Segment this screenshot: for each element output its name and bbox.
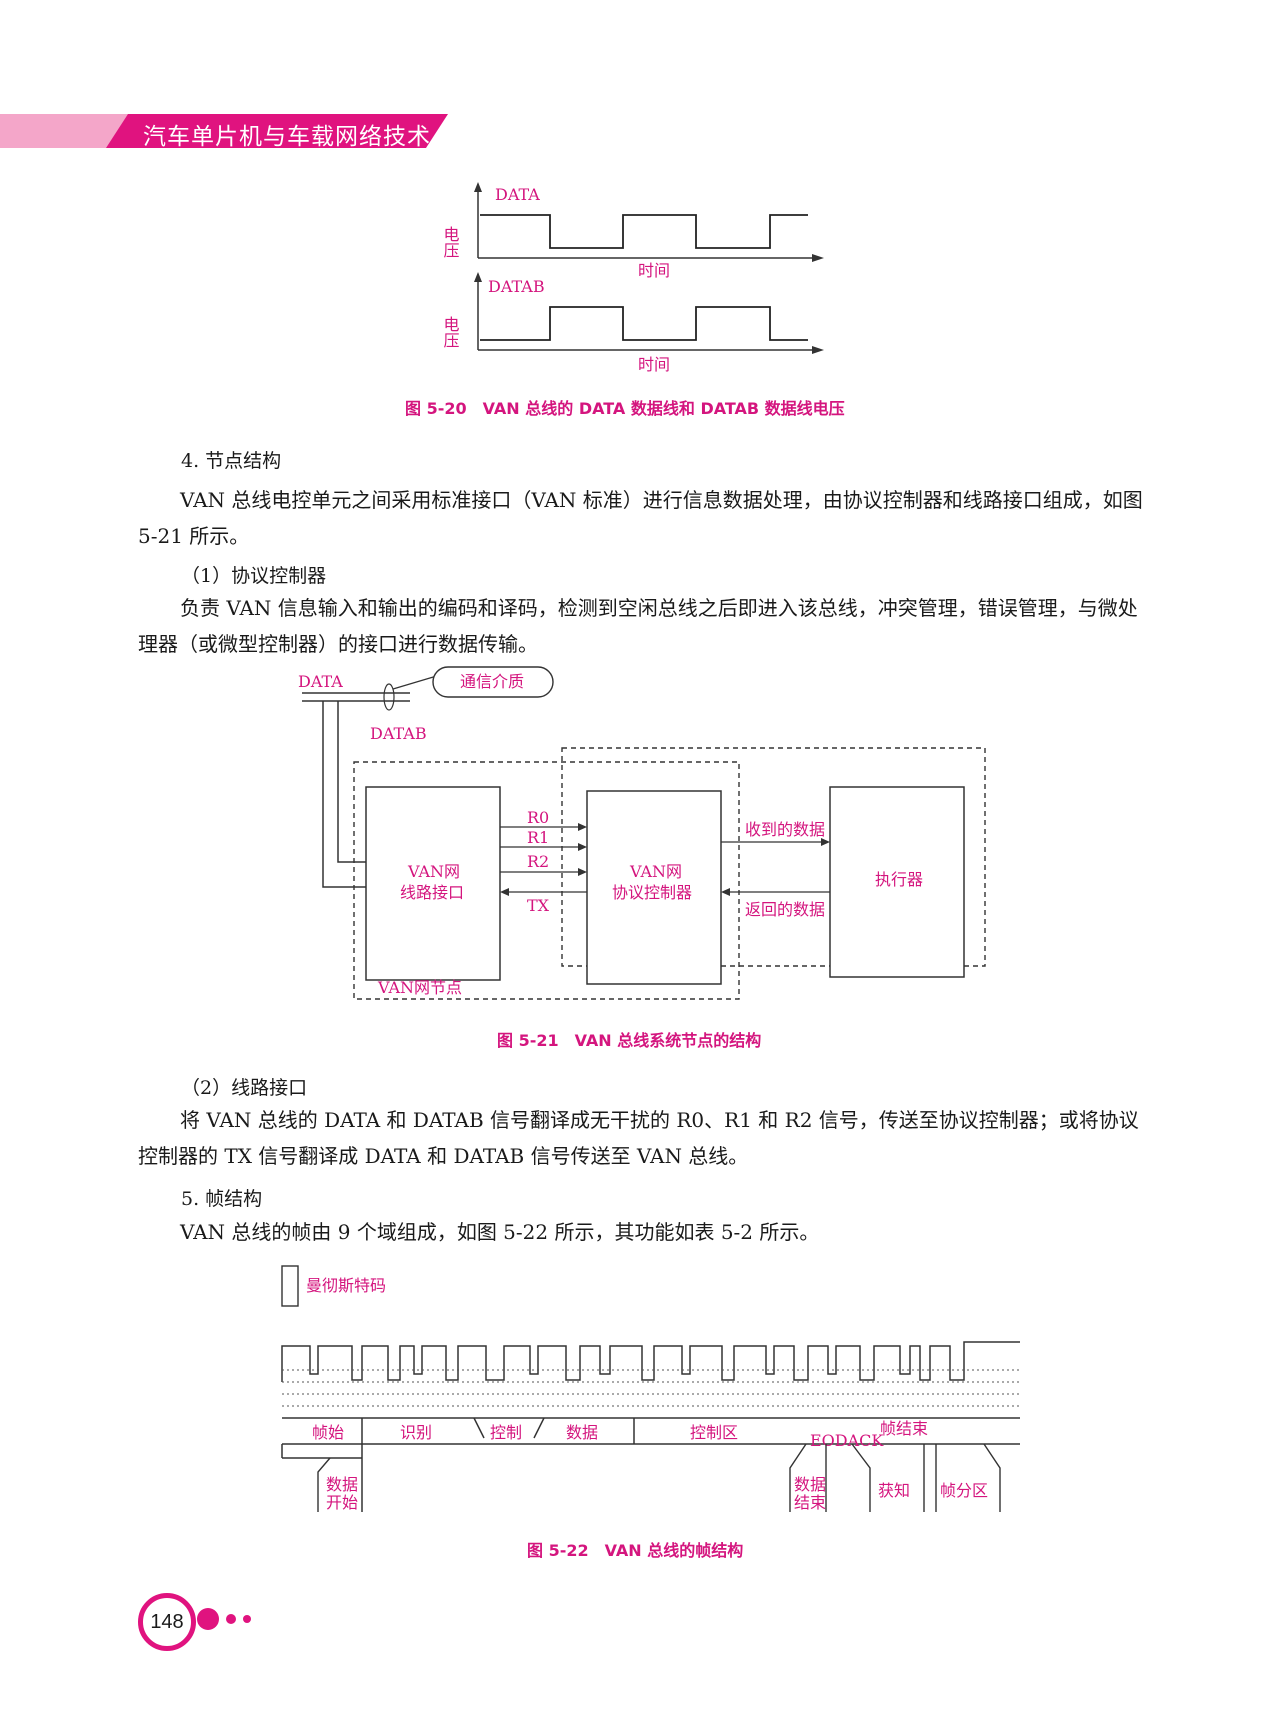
section-5-heading: 5. 帧结构 <box>181 1188 263 1210</box>
time-label-2: 时间 <box>638 355 670 374</box>
section-4-paragraph-1: VAN 总线电控单元之间采用标准接口（VAN 标准）进行信息数据处理，由协议控制… <box>138 488 1143 548</box>
field-eodack: EODACK <box>810 1431 884 1450</box>
field-control: 控制 <box>490 1423 522 1442</box>
manchester-legend-label: 曼彻斯特码 <box>306 1276 386 1295</box>
bus-data-label: DATA <box>298 672 343 691</box>
line-if-label-1: VAN网 <box>407 862 460 881</box>
voltage-label-1: 电压 <box>441 226 460 258</box>
ctrl-label-2: 协议控制器 <box>612 883 692 902</box>
section-5-paragraph: VAN 总线的帧由 9 个域组成，如图 5-22 所示，其功能如表 5-2 所示… <box>180 1220 820 1244</box>
ack-label: 获知 <box>878 1481 910 1500</box>
protocol-controller-box <box>586 790 722 985</box>
bus-datab-label: DATAB <box>370 724 427 743</box>
figure-5-22: 曼彻斯特码 帧始 识别 控制 数据 控制区 EODACK 帧结束 数据 开始 数… <box>281 1265 1020 1512</box>
page-number: 148 <box>138 1593 196 1651</box>
page-dots-decoration <box>197 1608 251 1630</box>
line-if-label-2: 线路接口 <box>400 883 464 902</box>
van-node-label: VAN网节点 <box>377 978 462 997</box>
data-start-label-2: 开始 <box>326 1493 358 1512</box>
van-node-region <box>353 761 740 1000</box>
figure-5-22-caption: 图 5-22 VAN 总线的帧结构 <box>527 1541 744 1560</box>
figure-5-21-caption: 图 5-21 VAN 总线系统节点的结构 <box>497 1031 762 1050</box>
line-interface-box <box>365 786 501 981</box>
r1-label: R1 <box>527 828 549 847</box>
figure-5-20-caption: 图 5-20 VAN 总线的 DATA 数据线和 DATAB 数据线电压 <box>405 399 845 418</box>
section-4-paragraph-3: 将 VAN 总线的 DATA 和 DATAB 信号翻译成无干扰的 R0、R1 和… <box>138 1108 1139 1168</box>
frame-sep-label: 帧分区 <box>940 1481 988 1500</box>
figure-5-21: 通信介质 DATA DATAB VAN网 线路接口 VAN网 协议控制器 执行器… <box>298 666 986 1000</box>
header-band <box>0 114 448 148</box>
subsection-2-heading: （2）线路接口 <box>181 1077 308 1099</box>
voltage-label-2: 电压 <box>441 316 460 348</box>
section-4-heading: 4. 节点结构 <box>181 450 282 472</box>
time-label-1: 时间 <box>638 261 670 280</box>
field-frame-end: 帧结束 <box>880 1419 928 1438</box>
received-data-label: 收到的数据 <box>745 820 825 839</box>
data-start-label-1: 数据 <box>326 1475 358 1494</box>
field-data: 数据 <box>566 1423 598 1442</box>
figure-5-20: DATA 电压 时间 DATAB 电压 时间 <box>441 182 824 374</box>
actuator-box <box>829 786 965 978</box>
actuator-label: 执行器 <box>875 870 923 889</box>
data-end-label-1: 数据 <box>794 1475 826 1494</box>
subsection-1-heading: （1）协议控制器 <box>181 565 327 587</box>
manchester-legend-box <box>281 1265 299 1307</box>
data-waveform <box>480 214 808 249</box>
r0-label: R0 <box>527 808 549 827</box>
frame-waveform <box>281 1341 1020 1382</box>
data-end-label-2: 结束 <box>794 1493 826 1512</box>
field-frame-start: 帧始 <box>312 1423 344 1442</box>
medium-label: 通信介质 <box>460 672 524 691</box>
datab-label: DATAB <box>488 277 545 296</box>
returned-data-label: 返回的数据 <box>745 900 825 919</box>
controller-region <box>561 747 986 967</box>
book-title: 汽车单片机与车载网络技术 <box>143 124 431 150</box>
section-4-paragraph-2: 负责 VAN 信息输入和输出的编码和译码，检测到空闲总线之后即进入该总线，冲突管… <box>138 596 1138 656</box>
tx-label: TX <box>527 896 550 915</box>
r2-label: R2 <box>527 852 549 871</box>
field-ident: 识别 <box>400 1423 432 1442</box>
ctrl-label-1: VAN网 <box>629 862 682 881</box>
field-ctrl-zone: 控制区 <box>690 1423 738 1442</box>
datab-waveform <box>480 306 808 341</box>
data-label: DATA <box>495 185 540 204</box>
